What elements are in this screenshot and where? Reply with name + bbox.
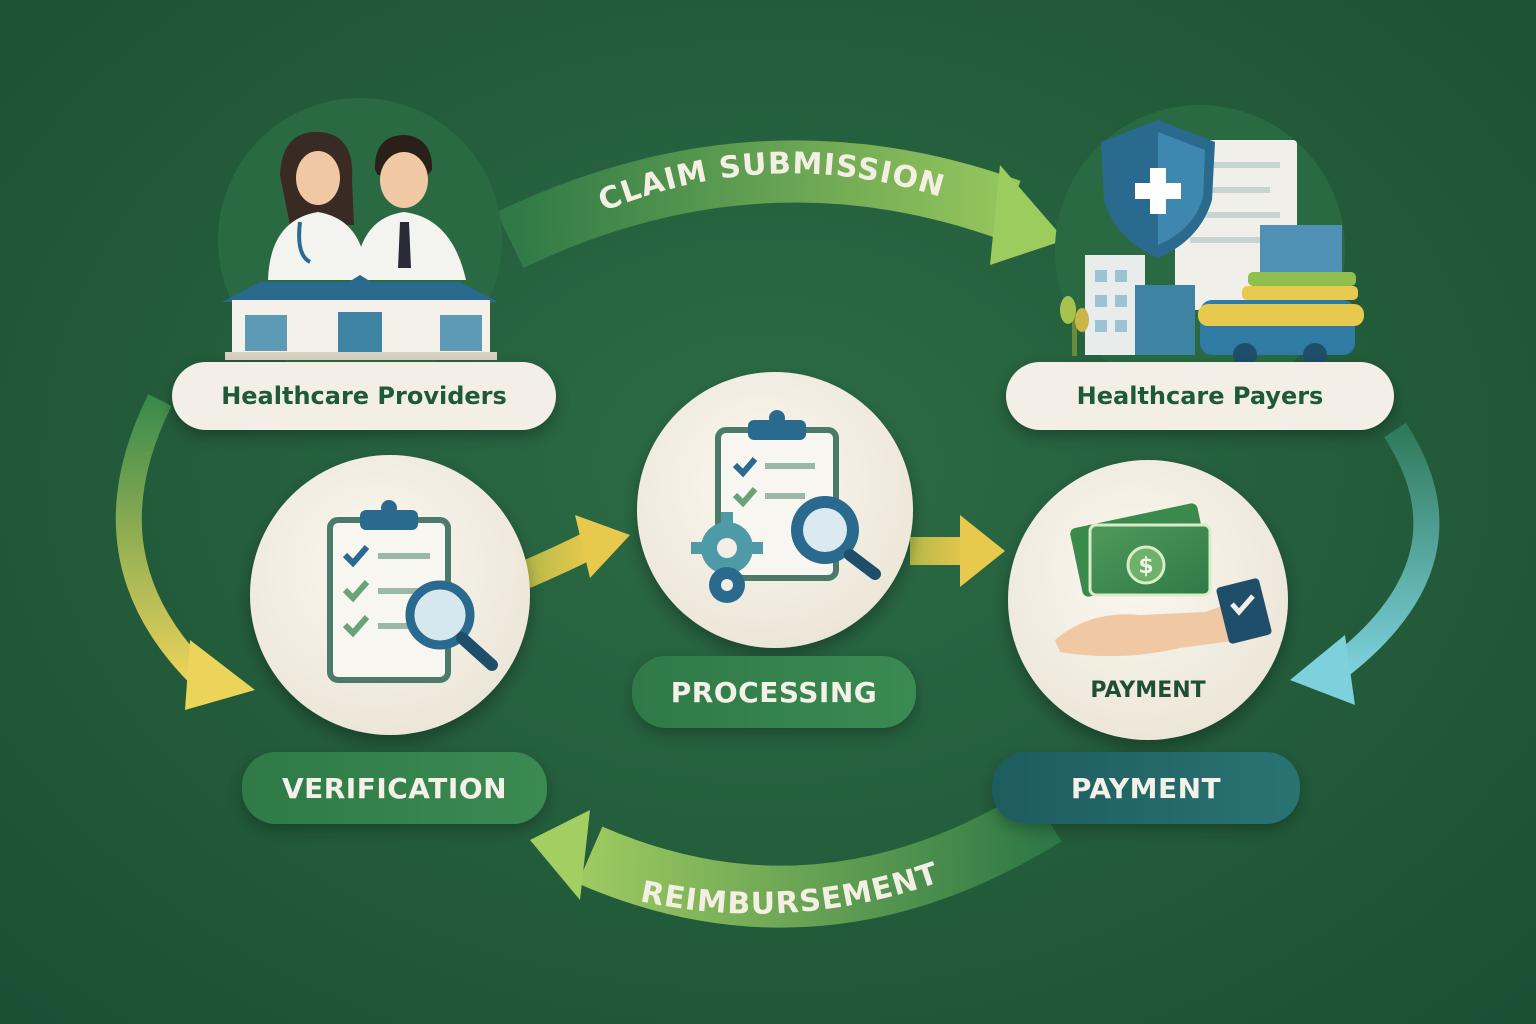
verification-label: VERIFICATION <box>242 752 547 824</box>
claim-submission-arrow <box>496 140 1065 268</box>
right-cycle-arrow <box>1290 422 1440 705</box>
healthcare-payers-illustration <box>1055 105 1364 395</box>
healthcare-providers-label: Healthcare Providers <box>172 362 556 430</box>
reimbursement-arrow <box>530 788 1062 928</box>
svg-text:$: $ <box>1138 554 1153 579</box>
hospital-building-icon <box>222 275 498 360</box>
shield-icon <box>1101 120 1215 258</box>
money-hand-icon: $ <box>1055 503 1272 657</box>
healthcare-payers-label: Healthcare Payers <box>1006 362 1394 430</box>
verification-to-processing-arrow <box>519 515 630 588</box>
processing-label: PROCESSING <box>632 656 916 728</box>
clipboard-search-icon <box>327 500 498 683</box>
bus-icon <box>1198 300 1364 367</box>
healthcare-providers-illustration <box>218 98 502 382</box>
female-doctor-icon <box>268 131 367 280</box>
clipboard-gears-icon <box>691 410 881 603</box>
payment-inner-label: PAYMENT <box>1090 678 1206 703</box>
left-cycle-arrow <box>115 394 255 710</box>
male-doctor-icon <box>355 135 466 280</box>
gear-icon <box>691 512 763 603</box>
stacked-books-icon <box>1242 272 1358 300</box>
magnifier-gear-icon <box>791 496 881 580</box>
payment-label: PAYMENT <box>992 752 1300 824</box>
processing-to-payment-arrow <box>910 515 1005 587</box>
plant-icon <box>1060 296 1089 356</box>
